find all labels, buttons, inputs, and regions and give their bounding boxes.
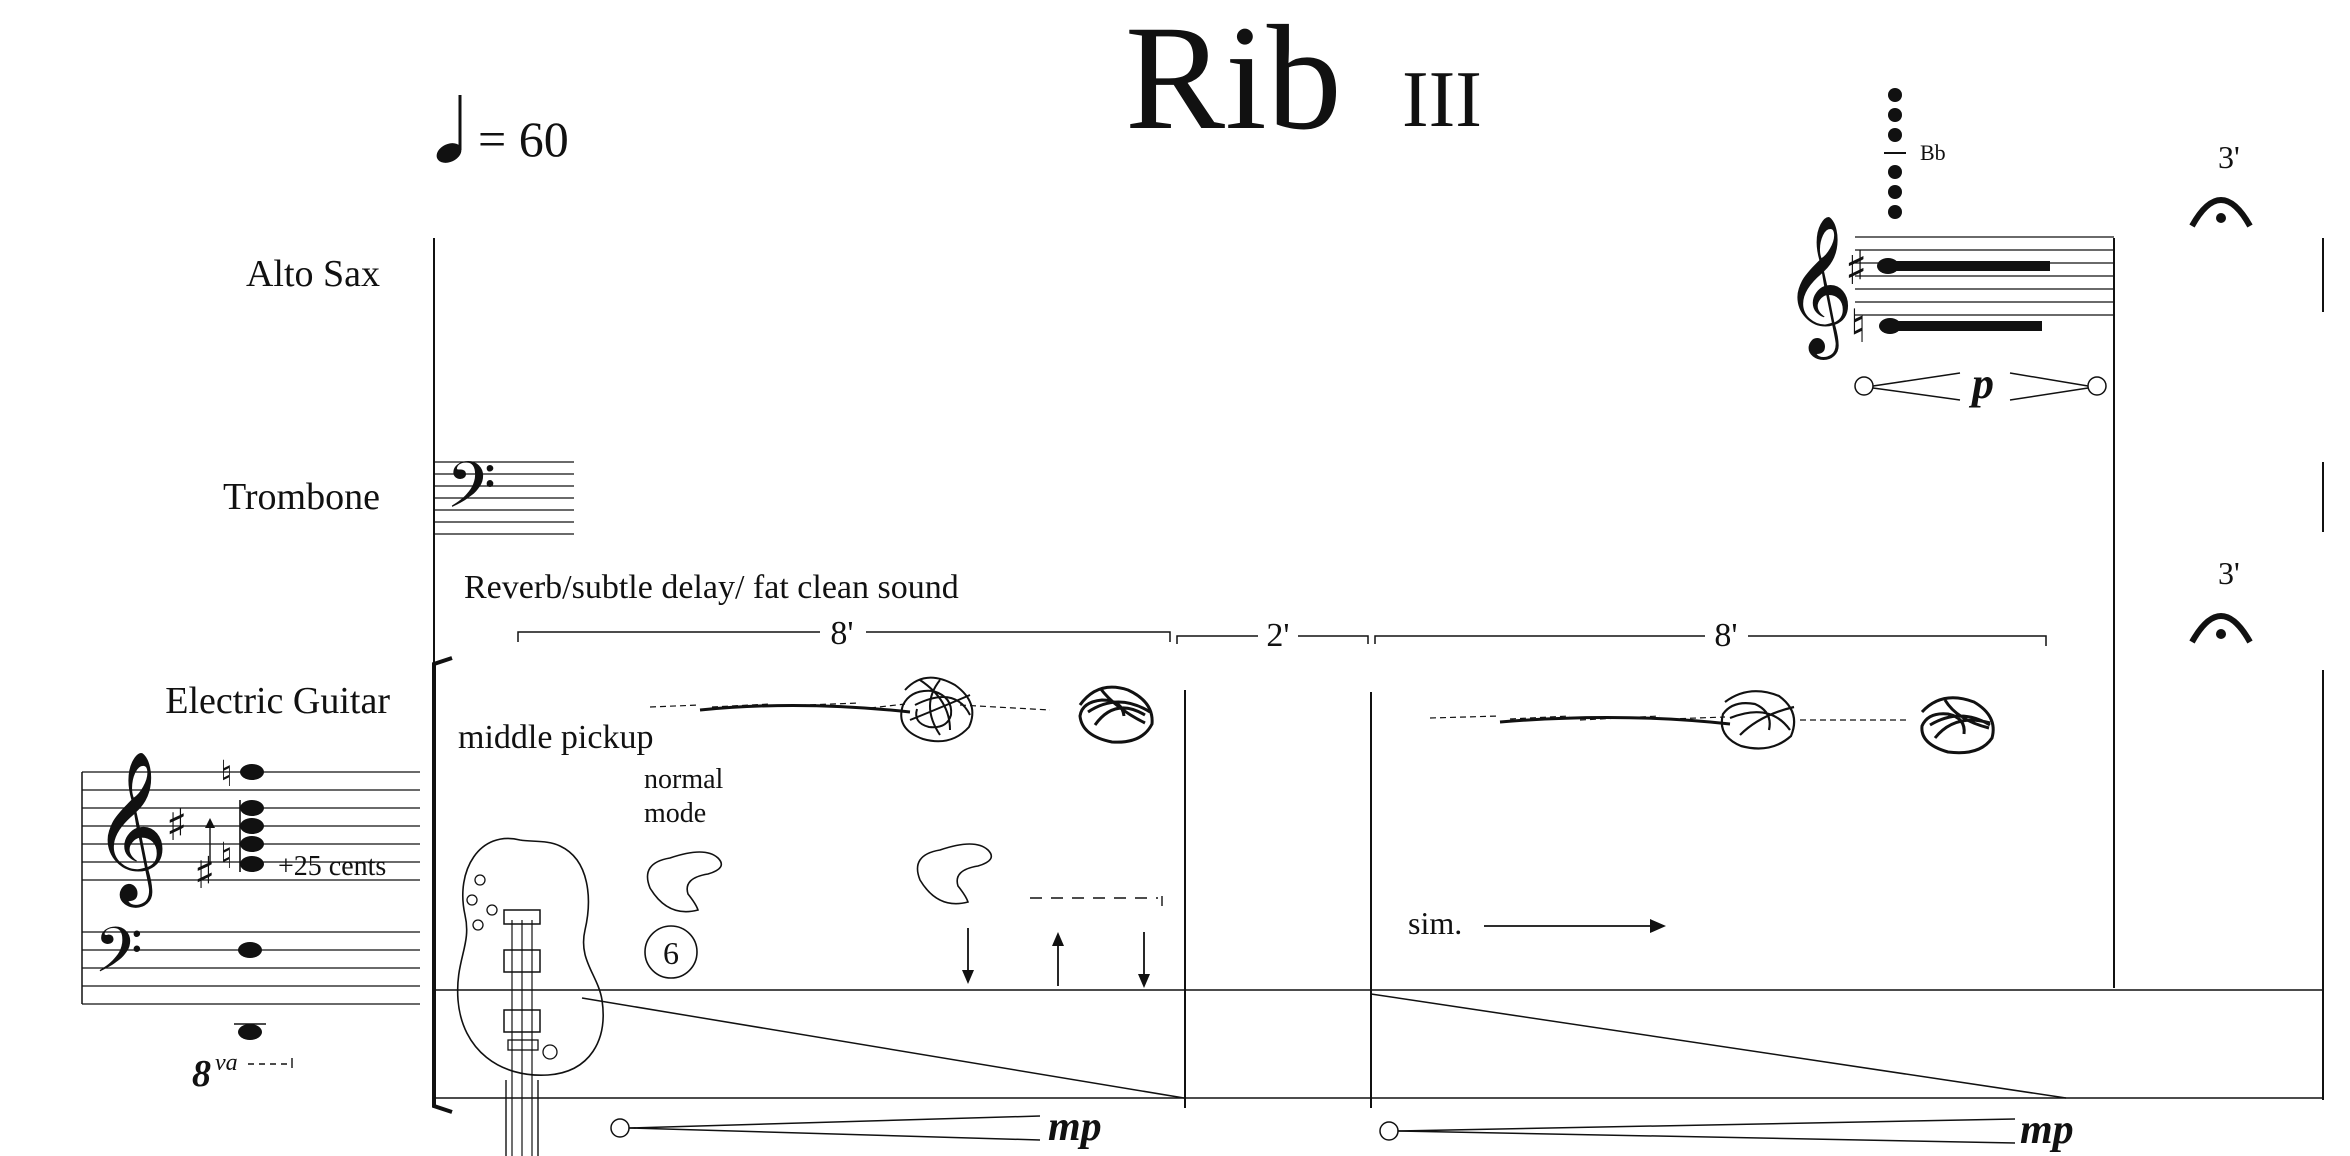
hand-shape-icon	[646, 851, 723, 913]
dynamic-mp: mp	[2020, 1107, 2074, 1153]
guitar-dynamic-2: mp	[1379, 1107, 2074, 1153]
treble-clef-icon: 𝄞	[1783, 215, 1854, 360]
volume-lane	[434, 989, 2323, 1099]
sax-note-name: Bb	[1920, 140, 1946, 165]
electric-guitar-icon	[456, 837, 604, 1156]
guitar-dynamic-1: mp	[610, 1104, 1102, 1150]
ottava-mark: 8	[192, 1053, 211, 1095]
duration-label: 8'	[1714, 617, 1737, 654]
tempo-mark: = 60	[436, 95, 569, 167]
duration-label: 8'	[830, 615, 853, 652]
dynamic-p: p	[1968, 359, 1994, 408]
pickup-annotation: middle pickup	[458, 719, 653, 756]
quarter-note-icon	[436, 143, 462, 163]
duration-bracket-1: 8'	[517, 615, 1171, 652]
sharp-icon: ♮	[1850, 299, 1866, 353]
sim-annotation: sim.	[1408, 905, 1462, 941]
fermata-top: 3'	[2189, 139, 2253, 228]
effects-note: Reverb/subtle delay/ fat clean sound	[464, 569, 959, 606]
trombone-staff: 𝄢	[434, 449, 574, 539]
string-number: 6	[663, 935, 679, 971]
tempo-value: = 60	[478, 111, 569, 167]
sax-note-lower	[1879, 318, 1901, 334]
guitar-bass-staff: 𝄢 8 va	[82, 913, 420, 1095]
sharp-icon: ♯	[166, 800, 187, 851]
hand-shape-icon	[916, 843, 993, 905]
natural-icon: ♮	[220, 754, 233, 795]
fermata-duration: 3'	[2218, 555, 2240, 591]
sharp-icon: ♯	[1845, 241, 1867, 295]
fermata-bottom: 3'	[2189, 555, 2253, 644]
piece-title: Rib	[1125, 0, 1342, 161]
system-bracket	[432, 656, 453, 1114]
mode-annotation-line2: mode	[644, 798, 706, 829]
instrument-trombone: Trombone	[223, 476, 380, 518]
string-number-circle	[644, 925, 698, 979]
down-arrow-icon	[962, 928, 974, 984]
duration-bracket-2: 2'	[1176, 617, 1369, 654]
right-arrow-icon	[1484, 919, 1666, 933]
bass-clef-icon: 𝄢	[446, 449, 496, 539]
guitar-treble-staff: 𝄞 ♯ ♯ ♮ ♮ +25 cents	[81, 749, 420, 1004]
dynamic-mp: mp	[1048, 1104, 1102, 1150]
duration-label: 2'	[1266, 617, 1289, 654]
cents-annotation: +25 cents	[278, 851, 386, 882]
mode-annotation-line1: normal	[644, 764, 724, 795]
sax-fingering-diagram: Bb	[1884, 88, 1946, 219]
instrument-electric-guitar: Electric Guitar	[165, 680, 390, 722]
sharp-icon: ♯	[194, 848, 215, 899]
fermata-duration: 3'	[2218, 139, 2240, 175]
duration-bracket-3: 8'	[1374, 617, 2047, 654]
sax-sustain-upper	[1896, 261, 2050, 271]
bass-clef-icon: 𝄢	[94, 913, 143, 1002]
natural-icon: ♮	[220, 836, 233, 877]
treble-clef-icon: 𝄞	[92, 749, 169, 908]
down-arrow-icon	[1138, 932, 1150, 988]
sax-note-upper	[1877, 258, 1899, 274]
noise-texture-2	[1429, 690, 1995, 755]
piece-title-numeral: III	[1402, 56, 1482, 144]
alto-sax-staff: 𝄞 ♯ ♮	[1783, 215, 2115, 988]
sax-sustain-lower	[1898, 321, 2042, 331]
ottava-suffix: va	[215, 1050, 238, 1076]
sax-dynamic-hairpins: p	[1854, 359, 2107, 408]
noise-texture-1	[649, 676, 1154, 744]
instrument-alto-sax: Alto Sax	[246, 253, 380, 295]
up-arrow-icon	[1052, 932, 1064, 986]
